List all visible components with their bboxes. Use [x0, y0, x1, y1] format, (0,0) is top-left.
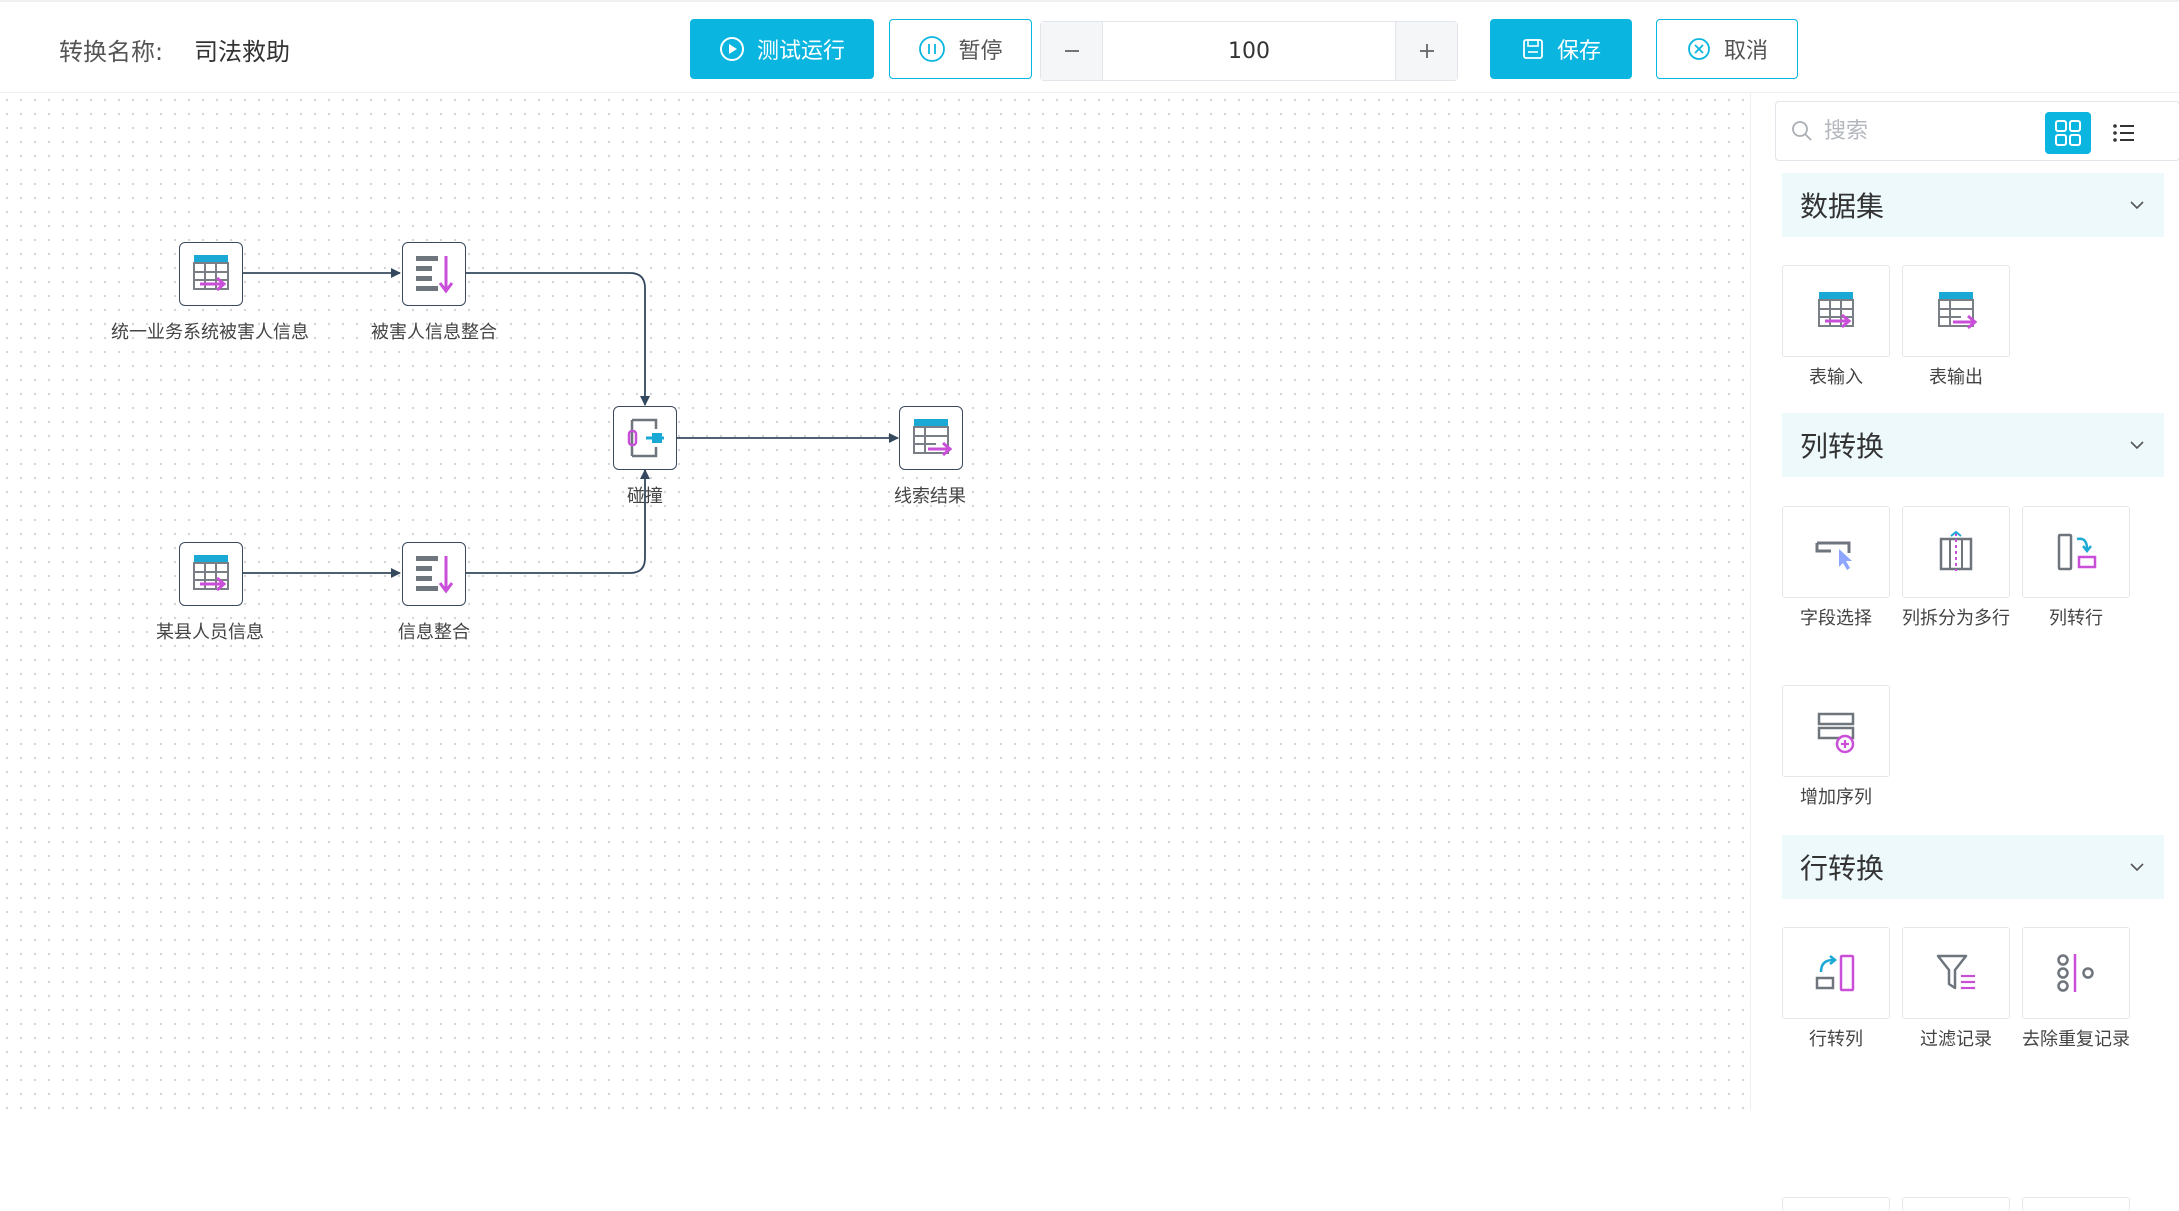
tool-table-input[interactable]	[1782, 265, 1890, 357]
pause-label: 暂停	[958, 39, 1003, 64]
grid-view-toggle[interactable]	[2045, 112, 2091, 154]
grid-icon	[2055, 120, 2081, 146]
list-view-toggle[interactable]	[2101, 112, 2147, 154]
zoom-decrease-button[interactable]	[1041, 22, 1103, 80]
flow-node-label: 被害人信息整合	[371, 322, 497, 343]
component-panel: 数据集 表输入 表输出 列转换	[1750, 93, 2179, 1211]
test-run-label: 测试运行	[756, 39, 845, 64]
flow-node-label: 统一业务系统被害人信息	[111, 322, 309, 343]
row-to-column-icon	[1815, 954, 1855, 992]
tool-split-column[interactable]	[1902, 506, 2010, 598]
tool-label: 过滤记录	[1920, 1029, 1992, 1050]
toolbar: 转换名称: 司法救助 测试运行 暂停 保存	[0, 0, 2179, 93]
tool-table-output[interactable]	[1902, 265, 2010, 357]
table-input-icon	[193, 255, 229, 292]
sort-icon	[416, 556, 454, 594]
transform-name-value: 司法救助	[194, 38, 290, 66]
zoom-input[interactable]	[1103, 22, 1395, 80]
zoom-stepper	[1040, 21, 1458, 81]
plus-icon	[1419, 44, 1434, 58]
tool-label: 去除重复记录	[2022, 1029, 2130, 1050]
save-label: 保存	[1556, 39, 1601, 64]
search-box	[1775, 101, 2179, 161]
save-icon	[1523, 39, 1543, 59]
flow-node[interactable]	[179, 242, 243, 306]
tool-partial[interactable]	[2022, 1197, 2130, 1211]
split-column-icon	[1939, 530, 1973, 571]
pause-circle-icon	[919, 36, 946, 62]
field-select-icon	[1815, 541, 1852, 570]
flow-canvas[interactable]: 统一业务系统被害人信息 被害人信息整合 碰撞	[0, 93, 1750, 1111]
transform-name-label: 转换名称:	[59, 38, 164, 66]
section-title: 行转换	[1800, 852, 1885, 885]
cancel-label: 取消	[1723, 39, 1768, 64]
dedupe-icon	[2057, 954, 2094, 992]
flow-node[interactable]	[899, 406, 963, 470]
chevron-down-icon	[2130, 863, 2144, 872]
tool-label: 字段选择	[1800, 608, 1872, 629]
flow-node[interactable]	[179, 542, 243, 606]
flow-node[interactable]	[402, 242, 466, 306]
edge-6-3	[466, 469, 650, 574]
tool-add-sequence[interactable]	[1782, 685, 1890, 777]
section-title: 列转换	[1800, 430, 1885, 463]
tool-row-to-column[interactable]	[1782, 927, 1890, 1019]
table-output-icon	[913, 419, 953, 457]
tool-partial[interactable]	[1782, 1197, 1890, 1211]
minus-icon	[1064, 50, 1079, 52]
table-input-icon	[193, 555, 229, 592]
zoom-increase-button[interactable]	[1395, 22, 1457, 80]
table-input-icon	[1818, 292, 1854, 329]
close-circle-icon	[1688, 38, 1710, 60]
search-icon	[1792, 121, 1812, 141]
flow-node-label: 碰撞	[627, 486, 663, 507]
add-sequence-icon	[1817, 712, 1855, 754]
flow-node[interactable]	[402, 542, 466, 606]
tool-column-to-row[interactable]	[2022, 506, 2130, 598]
tool-dedupe[interactable]	[2022, 927, 2130, 1019]
save-button[interactable]: 保存	[1490, 19, 1632, 79]
tool-label: 列拆分为多行	[1902, 608, 2010, 629]
test-run-button[interactable]: 测试运行	[690, 19, 874, 79]
flow-node-label: 线索结果	[894, 486, 966, 507]
tool-label: 增加序列	[1800, 787, 1872, 808]
search-input[interactable]	[1824, 114, 2004, 148]
tool-field-select[interactable]	[1782, 506, 1890, 598]
sort-icon	[416, 256, 454, 294]
tool-label: 行转列	[1809, 1029, 1863, 1050]
flow-node-label: 信息整合	[398, 622, 470, 643]
tool-label: 表输入	[1809, 367, 1863, 388]
list-icon	[2113, 124, 2134, 142]
tool-label: 表输出	[1929, 367, 1983, 388]
tool-label: 列转行	[2049, 608, 2103, 629]
section-title: 数据集	[1800, 190, 1885, 223]
section-row-transform[interactable]: 行转换	[1782, 835, 2164, 899]
column-to-row-icon	[2057, 533, 2097, 571]
section-dataset[interactable]: 数据集	[1782, 173, 2164, 237]
play-circle-icon	[719, 37, 744, 61]
pause-button[interactable]: 暂停	[889, 19, 1032, 79]
collision-icon	[627, 418, 664, 458]
tool-filter-records[interactable]	[1902, 927, 2010, 1019]
flow-node[interactable]	[613, 406, 677, 470]
section-column-transform[interactable]: 列转换	[1782, 413, 2164, 477]
table-output-icon	[1938, 292, 1978, 330]
filter-icon	[1936, 954, 1975, 990]
flow-edges	[242, 268, 899, 578]
tool-partial[interactable]	[1902, 1197, 2010, 1211]
chevron-down-icon	[2130, 201, 2144, 210]
chevron-down-icon	[2130, 441, 2144, 450]
flow-node-label: 某县人员信息	[156, 622, 264, 643]
edge-2-3	[466, 272, 650, 406]
cancel-button[interactable]: 取消	[1656, 19, 1798, 79]
